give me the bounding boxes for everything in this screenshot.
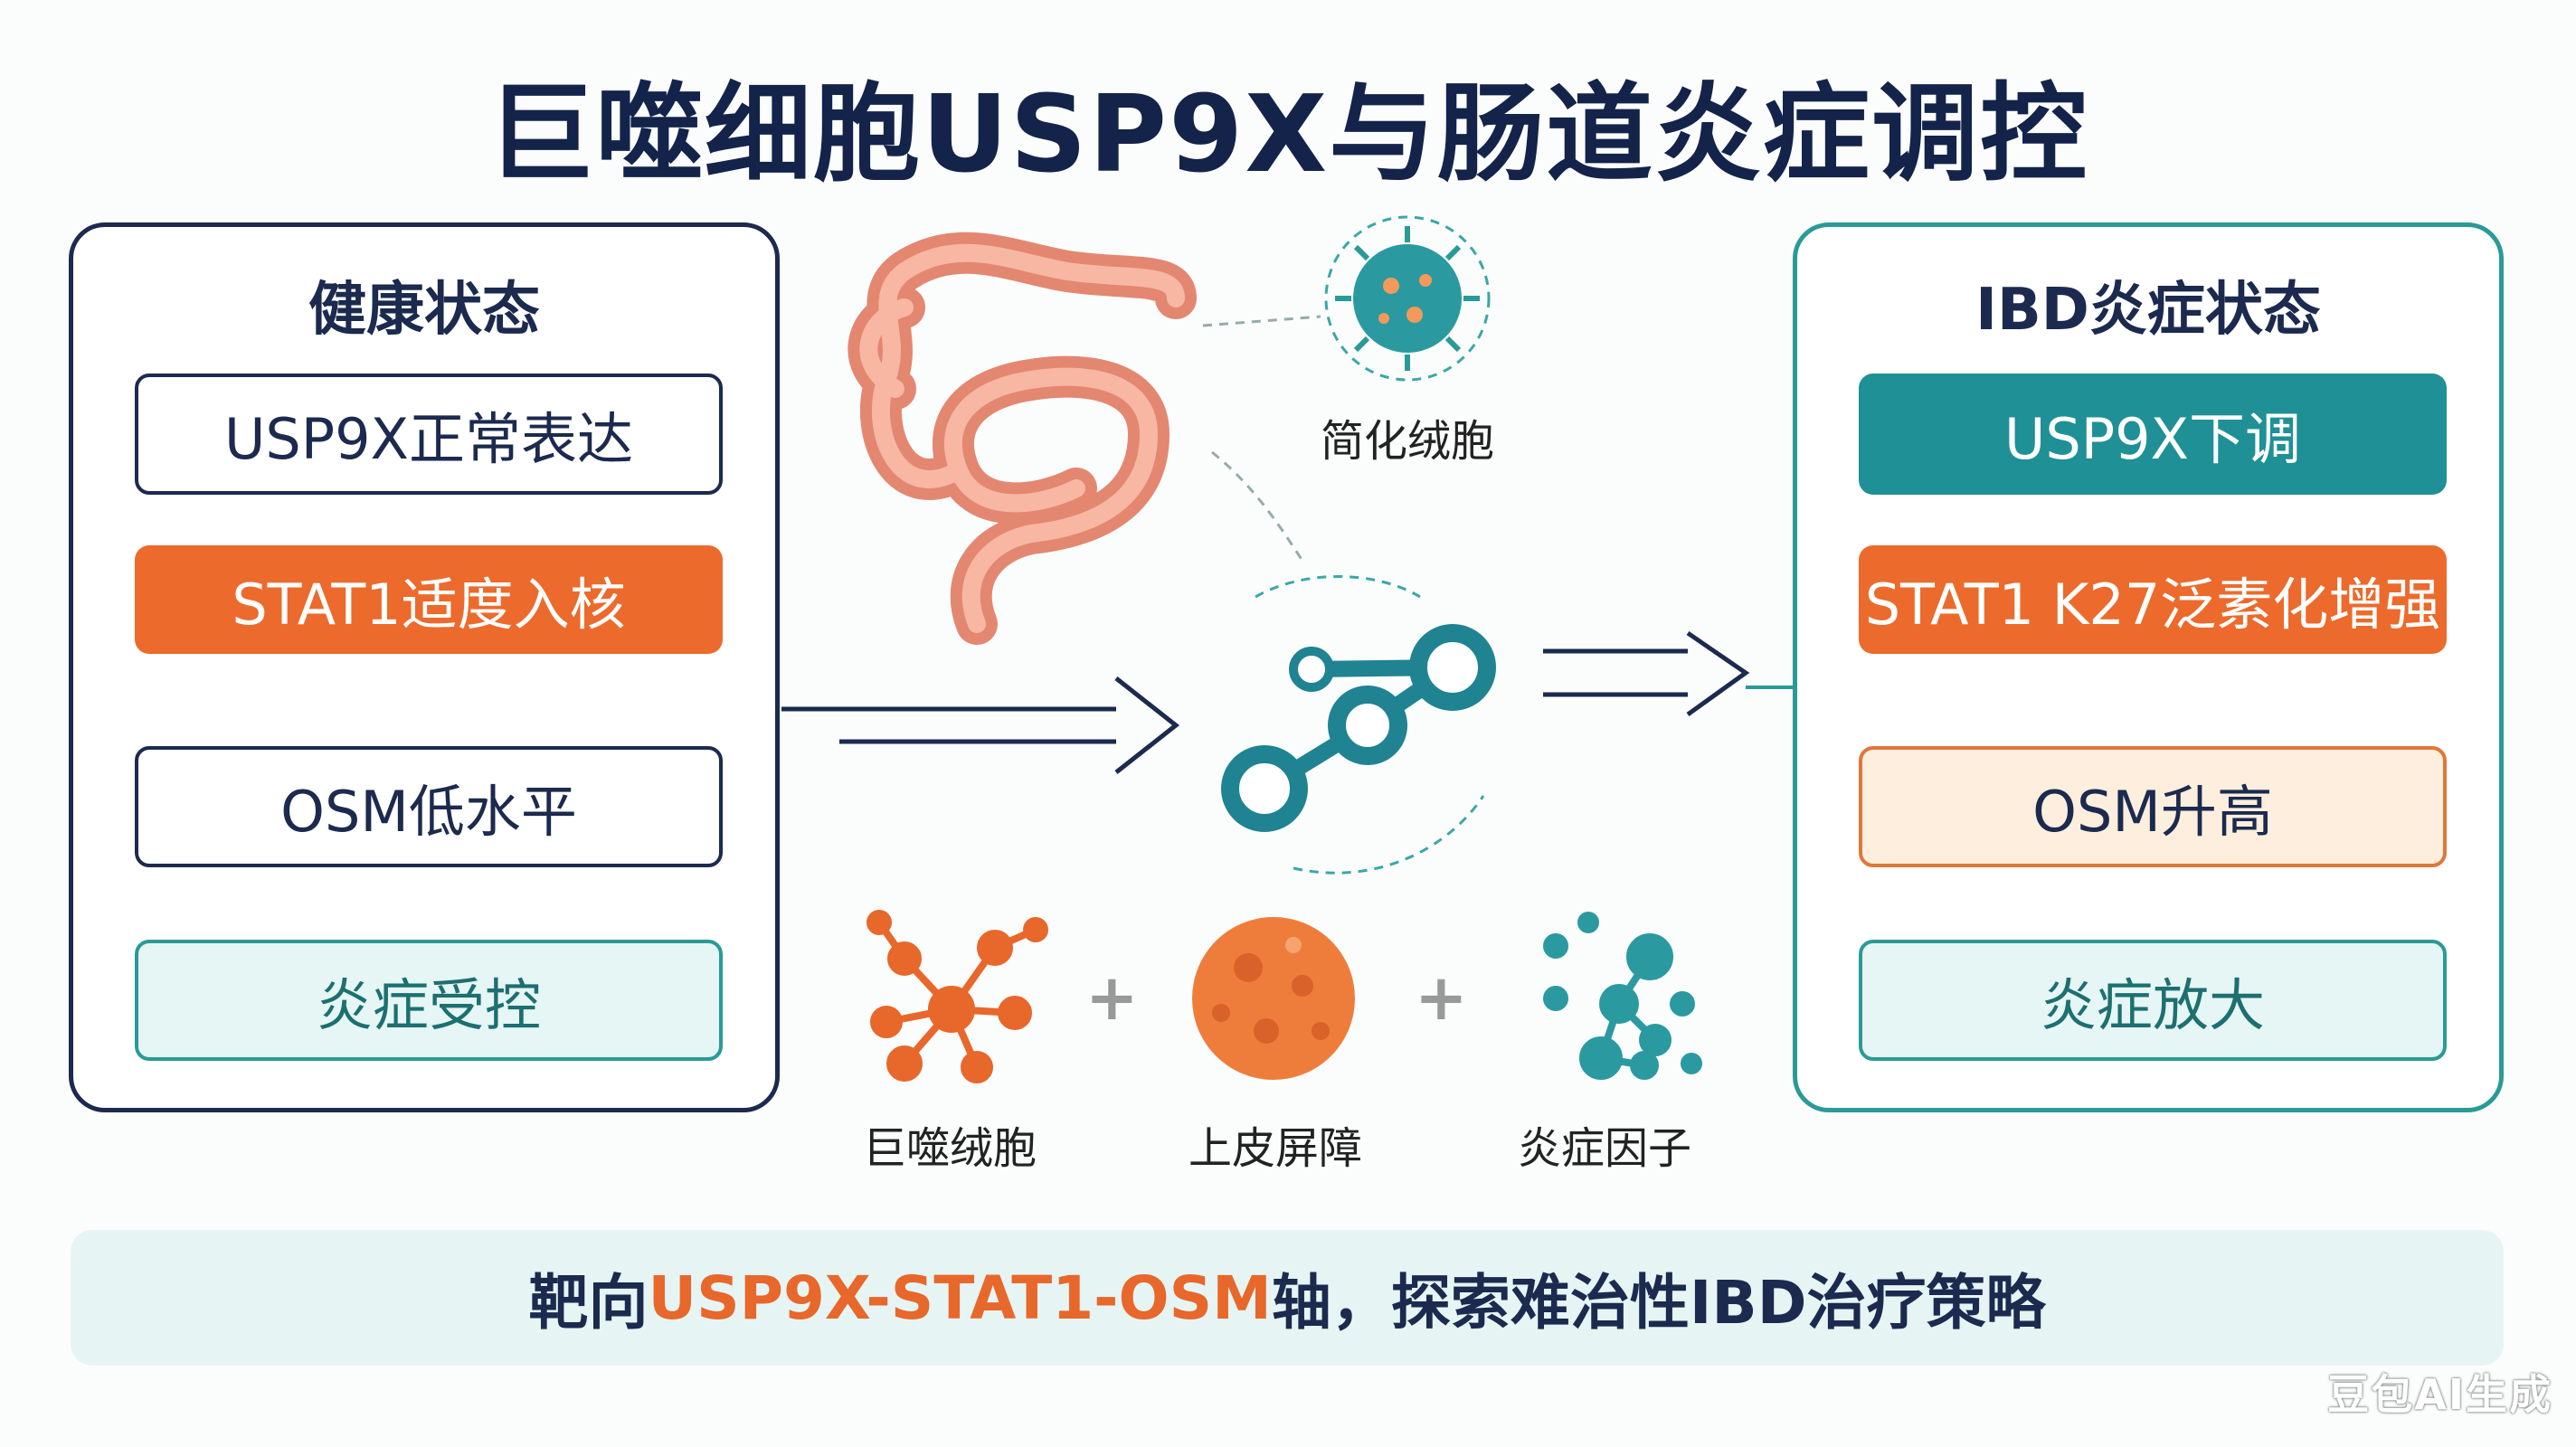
healthy-state-panel: 健康状态 USP9X正常表达 STAT1适度入核 OSM低水平 炎症受控 [69, 222, 780, 1112]
intestine-icon [848, 232, 1197, 645]
inflammation-controlled-box: 炎症受控 [135, 940, 723, 1061]
cytokine-label: 炎症因子 [1517, 1123, 1691, 1174]
epithelium-label: 上皮屏障 [1188, 1123, 1362, 1174]
dashed-connector-2 [1211, 450, 1304, 562]
hollow-arrow-right [1543, 630, 1750, 717]
virus-icon [1324, 215, 1491, 382]
watermark: 豆包AI生成 [2327, 1370, 2552, 1419]
footer-highlight: USP9X-STAT1-OSM [648, 1263, 1272, 1333]
inflammation-amplified-box: 炎症放大 [1859, 940, 2447, 1061]
ibd-state-panel: IBD炎症状态 USP9X下调 STAT1 K27泛素化增强 OSM升高 炎症放… [1793, 222, 2504, 1112]
molecule-icon [1221, 575, 1496, 875]
usp9x-normal-box: USP9X正常表达 [135, 374, 723, 495]
hollow-arrow-left [781, 676, 1180, 774]
ibd-state-title: IBD炎症状态 [1975, 277, 2321, 344]
macrophage-icon [867, 910, 1048, 1083]
healthy-state-title: 健康状态 [308, 277, 540, 344]
dashed-connector-1 [1202, 315, 1321, 327]
plus-sign-1: + [1085, 960, 1139, 1035]
stat1-k27-box: STAT1 K27泛素化增强 [1859, 545, 2447, 654]
osm-low-box: OSM低水平 [135, 746, 723, 867]
footer-suffix: 轴，探索难治性IBD治疗策略 [1271, 1268, 2046, 1338]
plus-sign-2: + [1415, 960, 1468, 1035]
stat1-moderate-box: STAT1适度入核 [135, 545, 723, 654]
usp9x-down-box: USP9X下调 [1859, 374, 2447, 495]
osm-high-box: OSM升高 [1859, 746, 2447, 867]
page-title: 巨噬细胞USP9X与肠道炎症调控 [487, 71, 2089, 196]
macrophage-label: 巨噬绒胞 [862, 1123, 1037, 1174]
epithelium-icon [1192, 917, 1355, 1080]
footer-prefix: 靶向 [528, 1268, 649, 1338]
virus-label: 简化绒胞 [1320, 416, 1494, 467]
cytokine-icon [1543, 912, 1702, 1080]
